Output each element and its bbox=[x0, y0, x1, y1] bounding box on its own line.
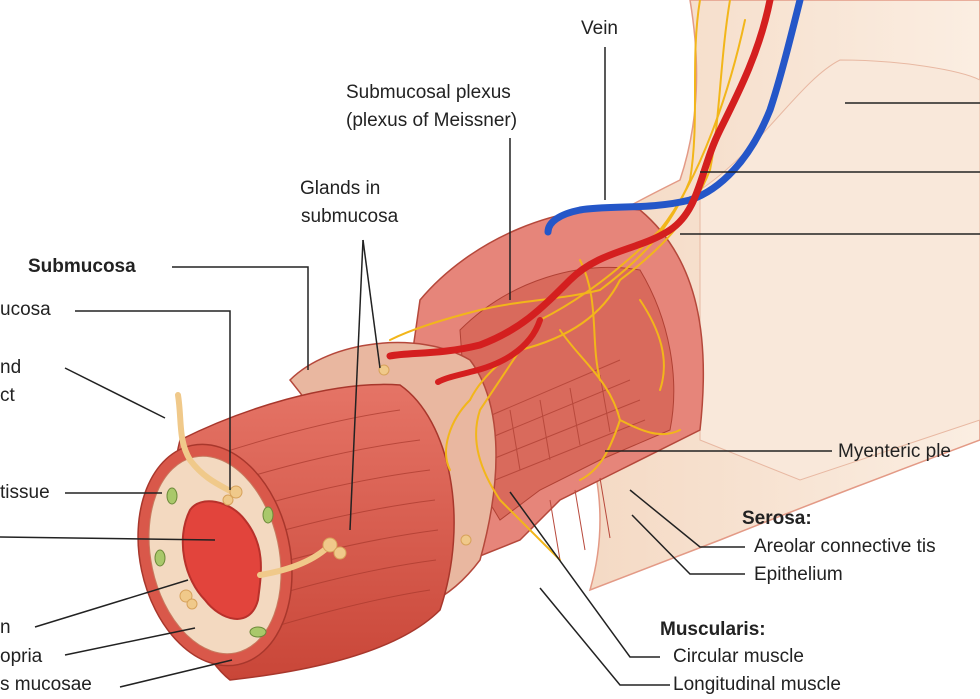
label-submucosal-plexus-line1: Submucosal plexus bbox=[346, 82, 511, 103]
label-glands-line1: Glands in bbox=[300, 178, 381, 199]
artery-branch bbox=[435, 317, 543, 385]
gland-tips bbox=[179, 364, 472, 610]
label-myenteric-plexus: Myenteric ple bbox=[838, 441, 951, 462]
label-gland-duct-line1: nd bbox=[0, 357, 22, 378]
label-glands-line2: submucosa bbox=[301, 206, 399, 227]
label-lumen: n bbox=[0, 617, 11, 638]
label-vein: Vein bbox=[581, 18, 618, 39]
lumen bbox=[181, 500, 262, 620]
artery-vessel bbox=[386, 0, 774, 360]
label-lamina-propria: opria bbox=[0, 646, 43, 667]
leader-lines bbox=[0, 47, 980, 688]
label-longitudinal-muscle: Longitudinal muscle bbox=[673, 674, 841, 695]
label-epithelium: Epithelium bbox=[754, 564, 843, 585]
label-tissue: tissue bbox=[0, 482, 50, 503]
muscle-cell-pattern bbox=[479, 359, 646, 561]
label-gland-duct-line2: ct bbox=[0, 385, 15, 406]
label-muscularis: Muscularis: bbox=[660, 619, 766, 640]
gland-duct bbox=[175, 392, 235, 495]
tissue-nodules bbox=[154, 487, 274, 638]
label-serosa: Serosa: bbox=[742, 508, 812, 529]
label-submucosa: Submucosa bbox=[28, 256, 136, 277]
serosa-inner-band bbox=[699, 59, 980, 481]
label-submucosal-plexus-line2: (plexus of Meissner) bbox=[346, 110, 518, 131]
label-circular-muscle: Circular muscle bbox=[673, 646, 804, 667]
label-areolar-connective: Areolar connective tis bbox=[754, 536, 936, 557]
label-mucosa: ucosa bbox=[0, 299, 51, 320]
label-muscularis-mucosae: s mucosae bbox=[0, 674, 92, 695]
